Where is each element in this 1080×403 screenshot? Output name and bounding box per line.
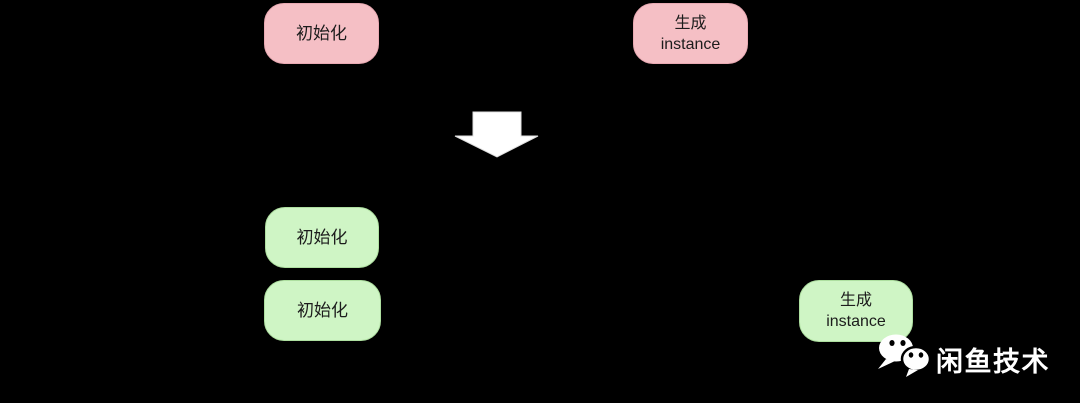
down-arrow-icon [454,111,539,158]
node-initialize-before: 初始化 [264,3,379,64]
node-generate-instance-before: 生成 instance [633,3,748,64]
node-generate-instance-after: 生成 instance [799,280,913,342]
node-initialize-after-1: 初始化 [265,207,379,268]
wechat-icon [878,334,932,377]
watermark-text: 闲鱼技术 [936,347,1050,377]
node-initialize-after-2: 初始化 [264,280,381,341]
